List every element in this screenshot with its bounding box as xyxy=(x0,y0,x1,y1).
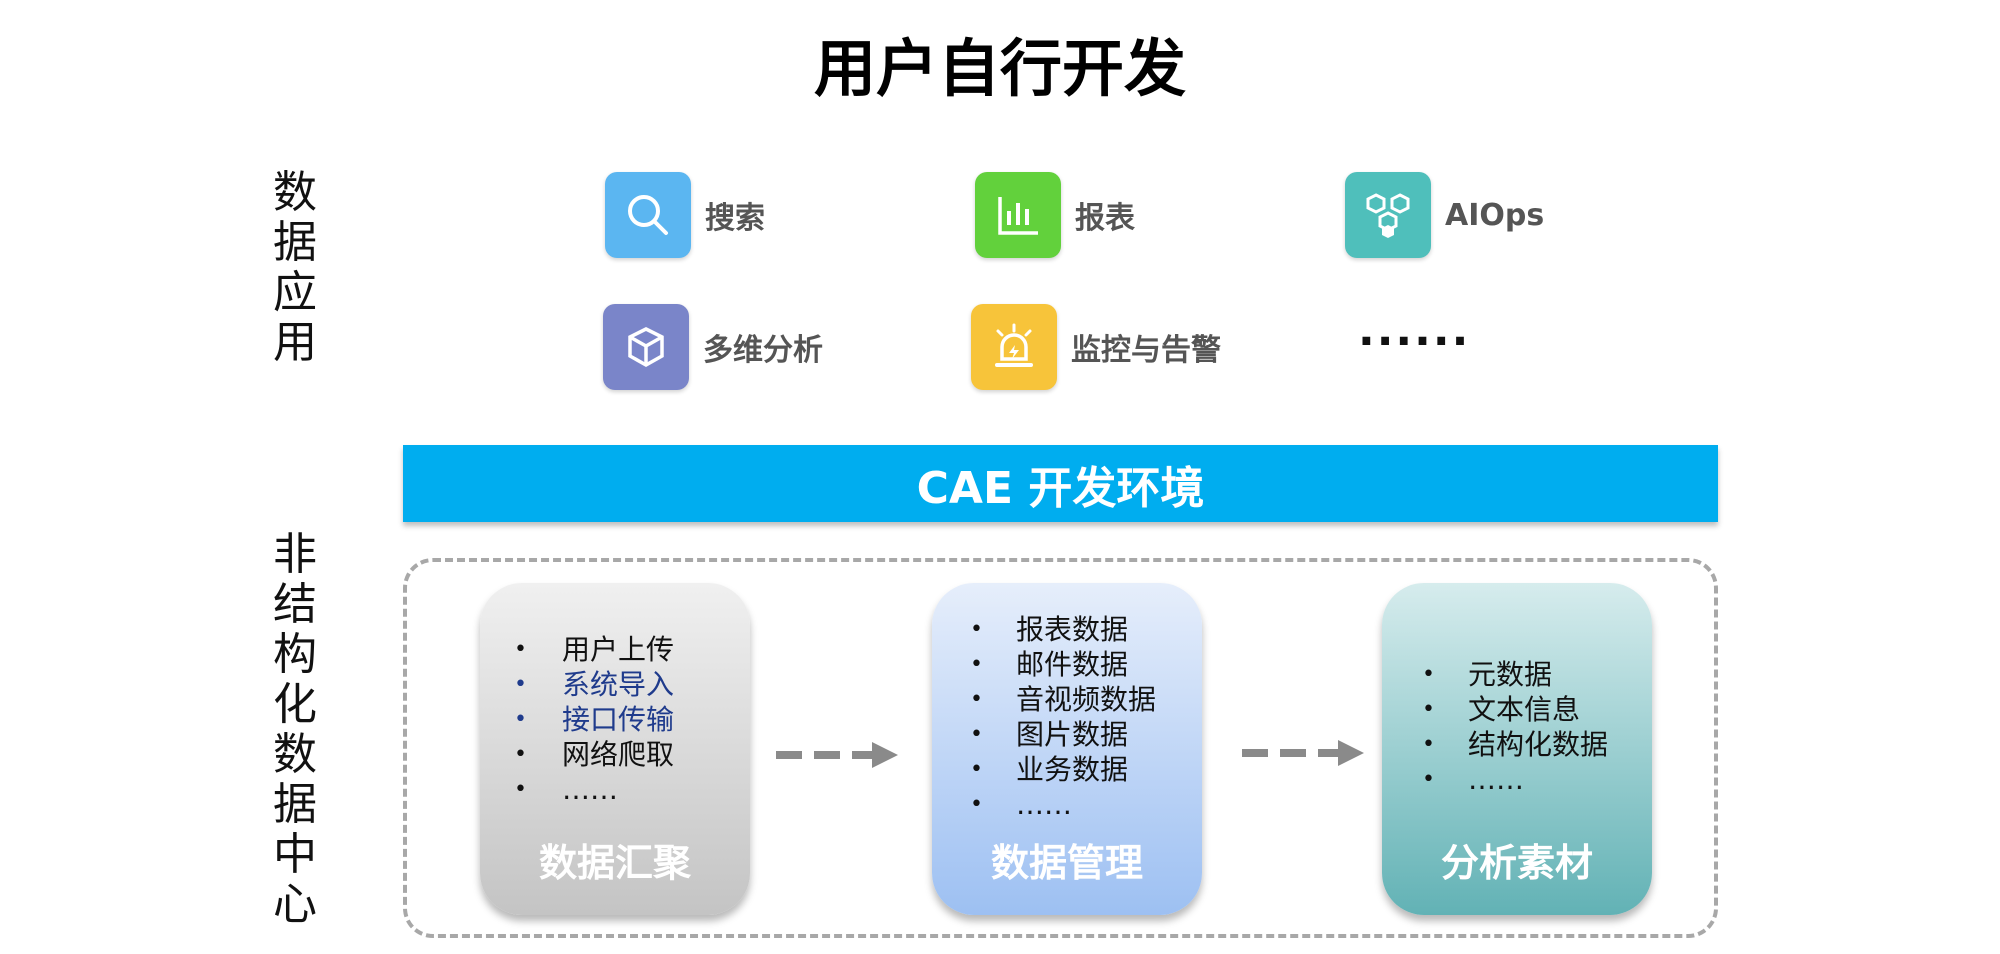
data-collection-list: 用户上传 系统导入 接口传输 网络爬取 …… xyxy=(480,632,750,807)
flow-arrow-icon xyxy=(776,742,898,768)
app-aiops[interactable]: AIOps xyxy=(1345,172,1544,258)
data-collection-card: 用户上传 系统导入 接口传输 网络爬取 …… 数据汇聚 xyxy=(480,583,750,915)
app-more: ······ xyxy=(1358,316,1470,367)
analysis-material-card: 元数据 文本信息 结构化数据 …… 分析素材 xyxy=(1382,583,1652,915)
label-char: 化 xyxy=(273,679,317,730)
list-item: 业务数据 xyxy=(932,752,1202,787)
app-label: 搜索 xyxy=(705,201,765,236)
alarm-light-icon xyxy=(971,304,1057,390)
app-label: 多维分析 xyxy=(703,333,823,368)
label-char: 构 xyxy=(273,629,317,680)
label-char: 数 xyxy=(273,167,317,218)
list-item: 用户上传 xyxy=(480,632,750,667)
list-item: …… xyxy=(1382,762,1652,797)
list-item: 接口传输 xyxy=(480,702,750,737)
app-label: 报表 xyxy=(1075,201,1135,236)
app-multidim-analysis[interactable]: 多维分析 xyxy=(603,304,823,390)
search-icon xyxy=(605,172,691,258)
list-item: 文本信息 xyxy=(1382,692,1652,727)
app-label: 监控与告警 xyxy=(1071,333,1221,368)
data-applications-label: 数 据 应 用 xyxy=(265,168,325,368)
label-char: 据 xyxy=(273,217,317,268)
list-item: 系统导入 xyxy=(480,667,750,702)
app-search[interactable]: 搜索 xyxy=(605,172,765,258)
data-management-list: 报表数据 邮件数据 音视频数据 图片数据 业务数据 …… xyxy=(932,612,1202,822)
page-title: 用户自行开发 xyxy=(813,32,1186,105)
card-title: 分析素材 xyxy=(1440,841,1593,885)
label-char: 结 xyxy=(273,579,317,630)
analysis-material-list: 元数据 文本信息 结构化数据 …… xyxy=(1382,657,1652,797)
label-char: 用 xyxy=(273,317,317,368)
card-title: 数据汇聚 xyxy=(538,841,691,885)
list-item: 音视频数据 xyxy=(932,682,1202,717)
list-item: …… xyxy=(932,787,1202,822)
cae-dev-environment-label: CAE 开发环境 xyxy=(916,462,1205,514)
app-report[interactable]: 报表 xyxy=(975,172,1135,258)
data-management-card: 报表数据 邮件数据 音视频数据 图片数据 业务数据 …… 数据管理 xyxy=(932,583,1202,915)
list-item: 图片数据 xyxy=(932,717,1202,752)
app-monitoring-alerts[interactable]: 监控与告警 xyxy=(971,304,1221,390)
list-item: …… xyxy=(480,772,750,807)
app-label: AIOps xyxy=(1445,197,1545,233)
label-char: 中 xyxy=(273,829,317,880)
data-center-container xyxy=(403,558,1718,938)
flow-arrow-icon xyxy=(1242,740,1364,766)
list-item: 元数据 xyxy=(1382,657,1652,692)
hexagon-cluster-icon xyxy=(1345,172,1431,258)
label-char: 非 xyxy=(273,529,317,580)
label-char: 据 xyxy=(273,779,317,830)
card-title: 数据管理 xyxy=(990,841,1143,885)
list-item: 结构化数据 xyxy=(1382,727,1652,762)
cube-icon xyxy=(603,304,689,390)
label-char: 心 xyxy=(273,879,317,930)
list-item: 邮件数据 xyxy=(932,647,1202,682)
cae-dev-environment-bar: CAE 开发环境 xyxy=(403,445,1718,522)
unstructured-data-center-label: 非 结 构 化 数 据 中 心 xyxy=(265,530,325,930)
label-char: 数 xyxy=(273,729,317,780)
bar-chart-icon xyxy=(975,172,1061,258)
list-item: 报表数据 xyxy=(932,612,1202,647)
list-item: 网络爬取 xyxy=(480,737,750,772)
more-ellipsis: ······ xyxy=(1358,316,1471,367)
label-char: 应 xyxy=(273,267,317,318)
